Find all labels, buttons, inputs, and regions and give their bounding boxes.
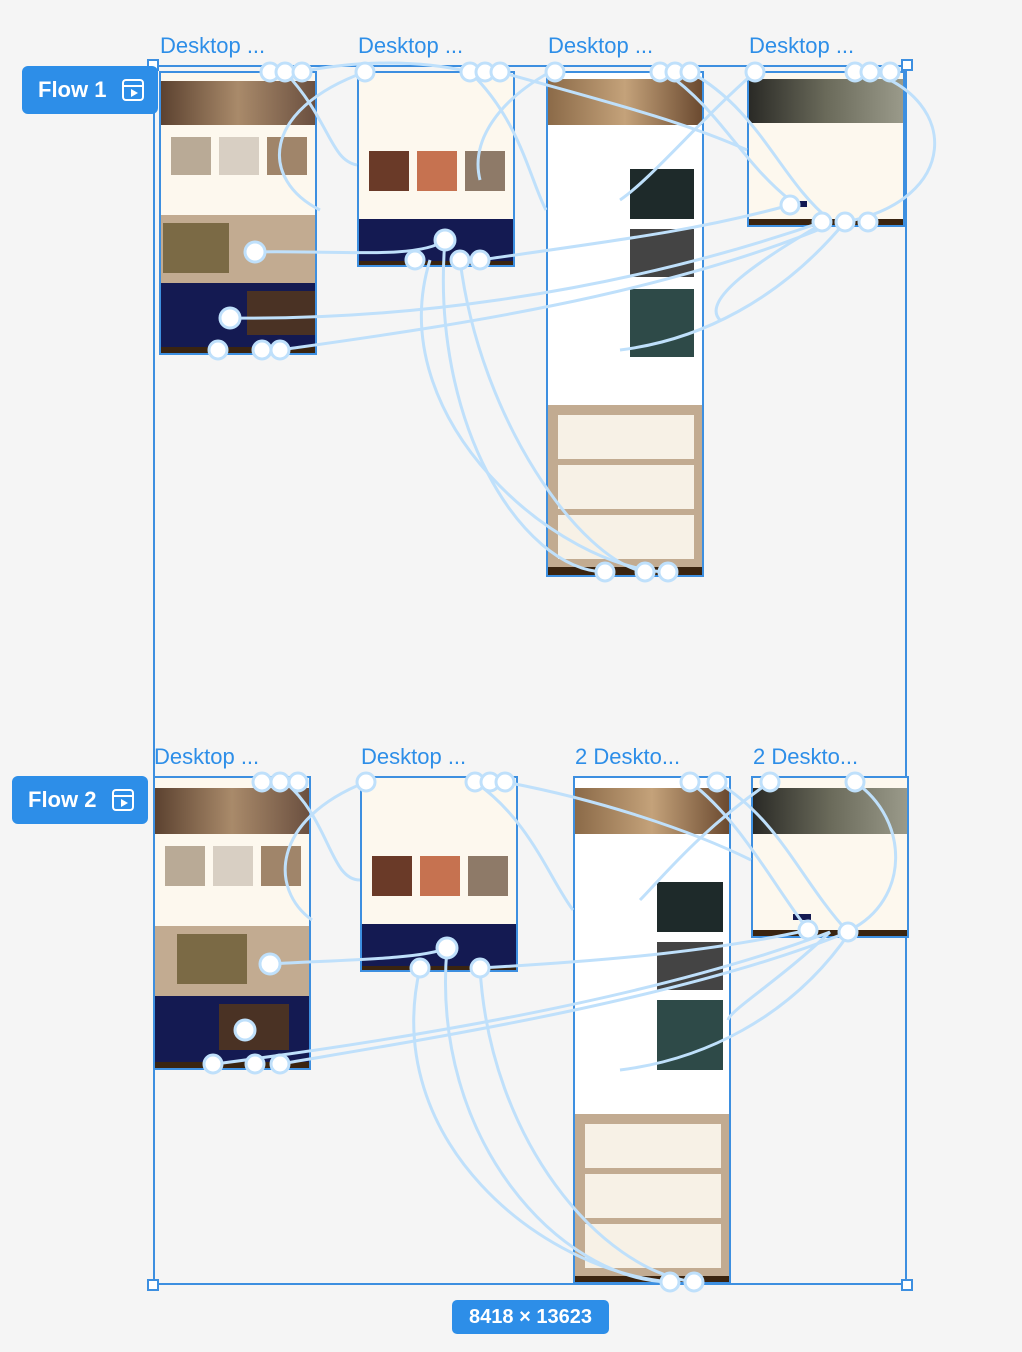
flow-2-badge[interactable]: Flow 2 bbox=[12, 776, 149, 824]
related-card bbox=[585, 1174, 721, 1218]
related-card bbox=[585, 1124, 721, 1168]
related-card bbox=[558, 515, 694, 559]
frame-label-home[interactable]: Desktop ... bbox=[160, 33, 266, 58]
hero-image bbox=[155, 788, 309, 834]
feature-image bbox=[177, 934, 247, 984]
contact-hero bbox=[749, 79, 903, 123]
contact-hero bbox=[753, 788, 907, 834]
article-image bbox=[630, 289, 694, 357]
frame-contact-2[interactable] bbox=[751, 776, 909, 938]
hero-image bbox=[161, 81, 315, 125]
frame-label-about-2[interactable]: Desktop ... bbox=[361, 744, 467, 769]
frame-label-contact[interactable]: Desktop ... bbox=[749, 33, 855, 58]
submit-button[interactable] bbox=[793, 914, 811, 920]
submit-button[interactable] bbox=[793, 201, 807, 207]
cta-image bbox=[247, 291, 315, 335]
article-hero bbox=[575, 788, 729, 834]
post-thumb bbox=[261, 846, 301, 886]
selection-bounding-box[interactable] bbox=[153, 65, 907, 1285]
cta-image bbox=[219, 1004, 289, 1050]
related-card bbox=[558, 415, 694, 459]
frame-label-home-2[interactable]: Desktop ... bbox=[154, 744, 260, 769]
navy-section bbox=[359, 219, 513, 261]
post-thumb bbox=[171, 137, 211, 175]
post-thumb bbox=[165, 846, 205, 886]
frame-about[interactable] bbox=[357, 71, 515, 267]
prototype-play-icon[interactable] bbox=[112, 789, 135, 811]
related-card bbox=[558, 465, 694, 509]
article-image bbox=[630, 229, 694, 277]
article-image bbox=[630, 169, 694, 219]
frame-label-about[interactable]: Desktop ... bbox=[358, 33, 464, 58]
frame-article-2[interactable] bbox=[573, 776, 731, 1284]
team-photo bbox=[468, 856, 508, 896]
frame-label-contact-2[interactable]: 2 Deskto... bbox=[753, 744, 859, 769]
frame-about-2[interactable] bbox=[360, 776, 518, 972]
frame-contact[interactable] bbox=[747, 71, 905, 227]
post-thumb bbox=[213, 846, 253, 886]
article-hero bbox=[548, 79, 702, 125]
frame-label-article[interactable]: Desktop ... bbox=[548, 33, 654, 58]
prototype-play-icon[interactable] bbox=[122, 79, 145, 101]
navy-section bbox=[362, 924, 516, 966]
team-photo bbox=[369, 151, 409, 191]
resize-handle-top-right[interactable] bbox=[901, 59, 913, 71]
frame-home-2[interactable] bbox=[153, 776, 311, 1070]
related-card bbox=[585, 1224, 721, 1268]
frame-home[interactable] bbox=[159, 71, 317, 355]
team-photo bbox=[420, 856, 460, 896]
article-image bbox=[657, 1000, 723, 1070]
feature-image bbox=[163, 223, 229, 273]
article-image bbox=[657, 882, 723, 932]
footer bbox=[155, 1062, 309, 1068]
flow-1-label: Flow 1 bbox=[38, 77, 107, 102]
frame-article[interactable] bbox=[546, 71, 704, 577]
team-photo bbox=[465, 151, 505, 191]
team-photo bbox=[417, 151, 457, 191]
footer bbox=[753, 930, 907, 936]
flow-2-label: Flow 2 bbox=[28, 787, 97, 812]
team-photo bbox=[372, 856, 412, 896]
post-thumb bbox=[267, 137, 307, 175]
article-image bbox=[657, 942, 723, 990]
footer bbox=[362, 966, 516, 970]
dimensions-badge: 8418 × 13623 bbox=[452, 1300, 609, 1334]
footer bbox=[161, 347, 315, 353]
flow-1-badge[interactable]: Flow 1 bbox=[22, 66, 159, 114]
post-thumb bbox=[219, 137, 259, 175]
frame-label-article-2[interactable]: 2 Deskto... bbox=[575, 744, 681, 769]
footer bbox=[548, 567, 702, 575]
footer bbox=[575, 1276, 729, 1282]
resize-handle-bottom-right[interactable] bbox=[901, 1279, 913, 1291]
resize-handle-bottom-left[interactable] bbox=[147, 1279, 159, 1291]
footer bbox=[749, 219, 903, 225]
footer bbox=[359, 261, 513, 265]
